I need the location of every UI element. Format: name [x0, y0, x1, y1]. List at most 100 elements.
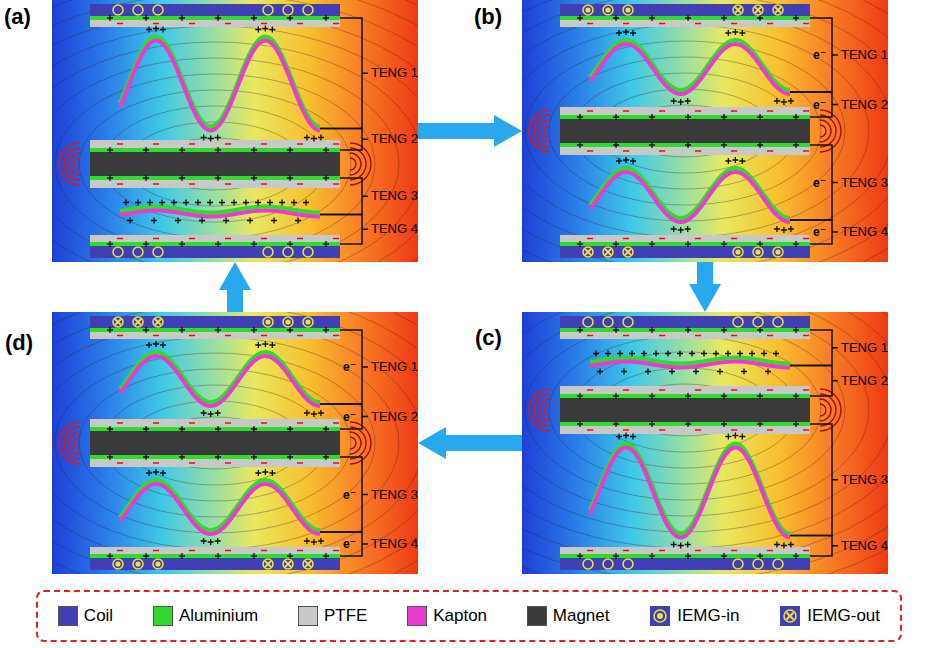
field-line	[522, 0, 888, 262]
negative-charge	[623, 110, 629, 112]
field-line	[55, 74, 375, 254]
negative-charge	[333, 550, 339, 552]
field-line	[52, 58, 399, 262]
electrode-wire	[790, 536, 832, 557]
electrode-wire	[320, 18, 362, 129]
electrode-wire	[832, 231, 838, 233]
coil-current-marker	[283, 559, 293, 569]
positive-charge	[641, 351, 647, 357]
field-line	[79, 90, 351, 238]
ptfe-layer	[90, 20, 340, 27]
positive-charge	[262, 469, 268, 475]
positive-charge	[721, 393, 727, 399]
negative-charge	[117, 183, 123, 185]
positive-charge	[701, 351, 707, 357]
coil-current-marker	[113, 317, 123, 327]
aluminium-layer	[90, 16, 340, 20]
field-line	[52, 0, 418, 262]
current-in-dot	[285, 319, 290, 324]
negative-charge	[153, 238, 159, 240]
positive-charge	[215, 135, 221, 141]
panel-frame: (c)	[522, 312, 888, 574]
legend-entry: Magnet	[527, 606, 610, 626]
negative-charge	[189, 422, 195, 424]
positive-charge	[732, 433, 738, 439]
positive-charge	[685, 421, 691, 427]
legend-text: PTFE	[324, 606, 367, 626]
magnetic-field-map	[52, 0, 418, 262]
negative-charge	[695, 238, 701, 240]
positive-charge	[721, 421, 727, 427]
coil-current-marker	[733, 247, 743, 257]
electrode-wire	[362, 229, 368, 231]
field-line	[52, 0, 418, 262]
coil-current-marker	[603, 5, 613, 15]
aluminium-layer	[560, 115, 810, 119]
coil-layer	[90, 558, 340, 570]
electrode-wire	[790, 424, 832, 536]
positive-charge	[255, 27, 261, 33]
positive-charge	[107, 553, 113, 559]
positive-charge	[793, 241, 799, 247]
negative-charge	[623, 23, 629, 25]
negative-charge	[297, 462, 303, 464]
negative-charge	[587, 335, 593, 337]
cycle-arrow	[446, 435, 522, 451]
negative-charge	[803, 429, 809, 431]
positive-charge	[577, 142, 583, 148]
positive-charge	[630, 30, 636, 36]
positive-charge	[793, 421, 799, 427]
positive-charge	[179, 241, 185, 247]
positive-charge	[741, 369, 747, 375]
legend-swatch	[527, 606, 547, 626]
positive-charge	[255, 342, 261, 348]
negative-charge	[695, 550, 701, 552]
positive-charge	[262, 26, 268, 32]
negative-charge	[261, 462, 267, 464]
positive-charge	[143, 553, 149, 559]
field-line	[522, 0, 888, 262]
electron-label: e⁻	[813, 47, 826, 63]
electrode-wire	[832, 380, 838, 382]
positive-charge	[311, 136, 317, 142]
ptfe-layer	[90, 332, 340, 339]
negative-charge	[587, 550, 593, 552]
electron-label: e⁻	[343, 359, 356, 375]
field-line	[522, 0, 888, 262]
ptfe-layer	[560, 20, 810, 27]
positive-charge	[251, 426, 257, 432]
positive-charge	[159, 200, 165, 206]
positive-charge	[175, 218, 181, 224]
coil-layer	[560, 4, 810, 16]
pole-field-arc	[74, 158, 80, 170]
field-line	[52, 312, 418, 574]
positive-charge	[223, 218, 229, 224]
positive-charge	[251, 175, 257, 181]
positive-charge	[613, 553, 619, 559]
ptfe-layer	[90, 140, 340, 148]
electrode-wire	[362, 366, 368, 368]
field-line	[52, 0, 418, 262]
negative-charge	[261, 23, 267, 25]
negative-charge	[803, 23, 809, 25]
positive-charge	[107, 147, 113, 153]
teng-label: TENG 2	[841, 373, 888, 389]
field-line	[52, 312, 418, 574]
field-line	[522, 0, 888, 262]
coil-current-marker	[113, 247, 123, 257]
positive-charge	[179, 147, 185, 153]
field-line	[522, 312, 888, 564]
negative-charge	[659, 110, 665, 112]
positive-charge	[577, 114, 583, 120]
electron-label: e⁻	[813, 224, 826, 240]
field-line	[52, 312, 418, 574]
pole-field-arc	[350, 153, 361, 175]
negative-charge	[297, 550, 303, 552]
positive-charge	[669, 369, 675, 375]
positive-charge	[613, 393, 619, 399]
positive-charge	[179, 15, 185, 21]
coil-current-marker	[733, 559, 743, 569]
teng-label: TENG 4	[841, 538, 888, 554]
positive-charge	[613, 241, 619, 247]
